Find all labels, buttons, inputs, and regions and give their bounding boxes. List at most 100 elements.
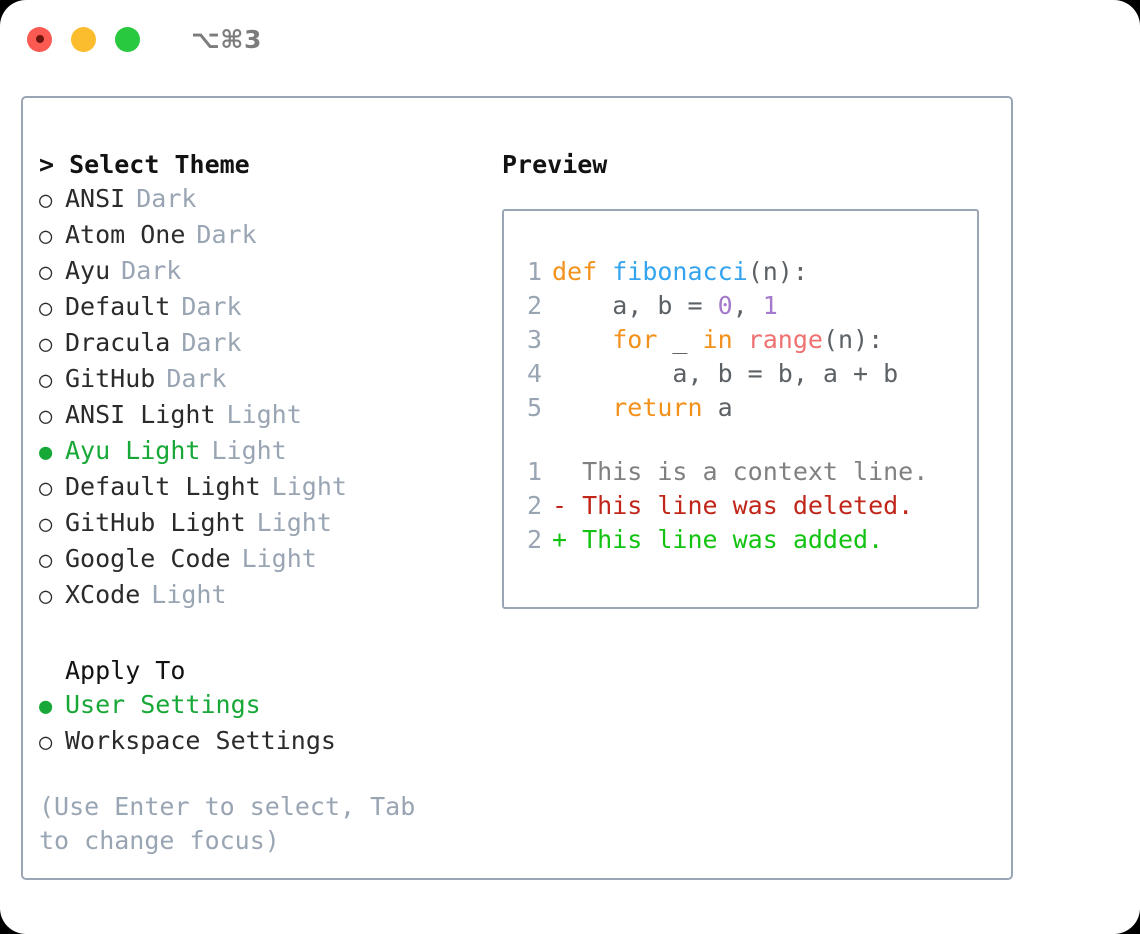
radio-unselected-icon: ○ xyxy=(39,548,53,573)
theme-option-label: Dracula xyxy=(65,328,171,357)
theme-option-label: ANSI xyxy=(65,184,126,213)
code-token-bif: range xyxy=(747,325,823,354)
code-line: 5 return a xyxy=(504,391,977,425)
theme-option-label: Default Light xyxy=(65,472,261,501)
code-line-content: a, b = 0, 1 xyxy=(552,289,778,323)
title-bar: ⌥⌘3 xyxy=(0,0,1140,78)
apply-to-option-label: Workspace Settings xyxy=(65,726,336,755)
line-number: 2 xyxy=(526,491,542,520)
diff-line: 2 + This line was added. xyxy=(504,523,977,557)
code-token-pn xyxy=(552,325,612,354)
theme-option-ayu-light[interactable]: ● Ayu Light Light xyxy=(39,434,479,470)
theme-variant-tag: Dark xyxy=(136,184,197,213)
minimize-button[interactable] xyxy=(71,26,96,52)
code-line: 1 def fibonacci(n): xyxy=(504,255,977,289)
radio-unselected-icon: ○ xyxy=(39,404,53,429)
apply-to-option-workspace-settings[interactable]: ○Workspace Settings xyxy=(39,724,479,760)
code-token-kw: return xyxy=(612,393,703,422)
code-token-pn: _ xyxy=(657,325,703,354)
hint-spacer xyxy=(39,760,479,790)
diff-line-content: + This line was added. xyxy=(552,525,884,554)
radio-unselected-icon: ○ xyxy=(39,296,53,321)
theme-variant-tag: Light xyxy=(226,400,302,429)
line-number: 4 xyxy=(526,359,542,388)
code-line-content: return a xyxy=(552,391,733,425)
code-line-content: def fibonacci(n): xyxy=(552,255,808,289)
code-token-pn: , xyxy=(732,291,763,320)
theme-option-ansi[interactable]: ○ ANSI Dark xyxy=(39,182,479,218)
radio-selected-icon: ● xyxy=(39,440,53,465)
line-number: 2 xyxy=(526,291,542,320)
theme-variant-tag: Light xyxy=(211,436,287,465)
theme-variant-tag: Dark xyxy=(196,220,257,249)
radio-unselected-icon: ○ xyxy=(39,368,53,393)
theme-variant-tag: Light xyxy=(256,508,332,537)
code-line: 2 a, b = 0, 1 xyxy=(504,289,977,323)
code-token-pn: a xyxy=(702,393,733,422)
code-token-pn xyxy=(733,325,748,354)
theme-option-github-light[interactable]: ○ GitHub Light Light xyxy=(39,506,479,542)
diff-line-content: - This line was deleted. xyxy=(552,491,914,520)
apply-to-option-user-settings[interactable]: ●User Settings xyxy=(39,688,479,724)
theme-variant-tag: Light xyxy=(241,544,317,573)
code-line-content: a, b = b, a + b xyxy=(552,357,898,391)
code-token-fn: fibonacci xyxy=(612,257,748,286)
code-token-pn: (n): xyxy=(822,325,884,354)
diff-line: 2 - This line was deleted. xyxy=(504,489,977,523)
close-button[interactable] xyxy=(27,26,52,52)
diff-line: 1 This is a context line. xyxy=(504,455,977,489)
code-token-num: 1 xyxy=(762,291,778,320)
theme-option-label: XCode xyxy=(65,580,141,609)
radio-unselected-icon: ○ xyxy=(39,260,53,285)
code-token-pn: a, b = xyxy=(552,291,718,320)
theme-variant-tag: Light xyxy=(151,580,227,609)
theme-variant-tag: Dark xyxy=(166,364,227,393)
radio-unselected-icon: ○ xyxy=(39,476,53,501)
radio-selected-icon: ● xyxy=(39,694,53,719)
preview-title: Preview xyxy=(502,150,608,179)
code-token-pn: (n): xyxy=(747,257,808,286)
keyboard-shortcut-label: ⌥⌘3 xyxy=(191,24,262,54)
keyboard-hint-text: (Use Enter to select, Tab to change focu… xyxy=(39,792,431,855)
theme-option-label: GitHub xyxy=(65,364,156,393)
theme-option-github[interactable]: ○ GitHub Dark xyxy=(39,362,479,398)
code-line-content: for _ in range(n): xyxy=(552,323,883,357)
code-token-num: 0 xyxy=(717,291,733,320)
theme-option-dracula[interactable]: ○ Dracula Dark xyxy=(39,326,479,362)
select-theme-heading: > Select Theme xyxy=(39,150,250,179)
radio-unselected-icon: ○ xyxy=(39,188,53,213)
line-number: 2 xyxy=(526,525,542,554)
line-number: 1 xyxy=(526,457,542,486)
code-token-kw: for xyxy=(612,325,658,354)
section-spacer xyxy=(39,614,479,654)
line-number: 3 xyxy=(526,325,542,354)
traffic-light-group xyxy=(27,26,140,52)
code-line: 4 a, b = b, a + b xyxy=(504,357,977,391)
theme-variant-tag: Dark xyxy=(181,328,242,357)
radio-unselected-icon: ○ xyxy=(39,332,53,357)
code-token-pn xyxy=(552,393,612,422)
theme-option-label: Ayu Light xyxy=(65,436,201,465)
apply-to-list: ●User Settings○Workspace Settings xyxy=(39,688,479,760)
radio-unselected-icon: ○ xyxy=(39,512,53,537)
line-number: 5 xyxy=(526,393,542,422)
theme-option-label: GitHub Light xyxy=(65,508,246,537)
line-number: 1 xyxy=(526,257,542,286)
theme-variant-tag: Dark xyxy=(181,292,242,321)
theme-variant-tag: Dark xyxy=(121,256,182,285)
maximize-button[interactable] xyxy=(115,26,140,52)
